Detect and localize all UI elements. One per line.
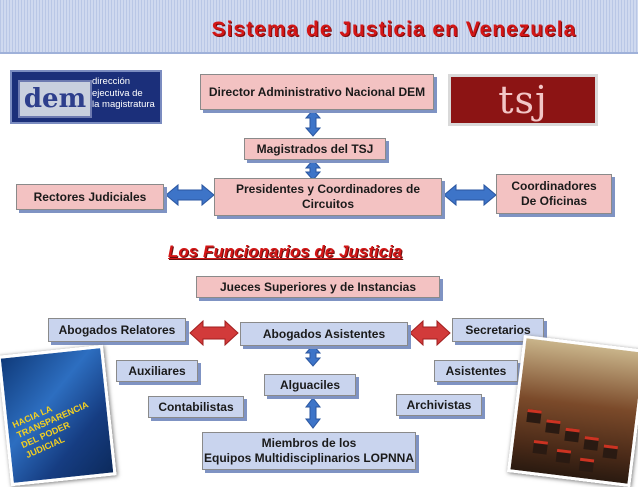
node-presidentes: Presidentes y Coordinadores de Circuitos [214, 178, 442, 216]
node-miembros-line2: Equipos Multidisciplinarios LOPNNA [203, 451, 414, 465]
transparency-publication-image: HACIA LA TRANSPARENCIA DEL PODER JUDICIA… [0, 344, 117, 487]
node-rectores: Rectores Judiciales [16, 184, 164, 210]
node-miembros-lopnna: Miembros de los Equipos Multidisciplinar… [202, 432, 416, 470]
node-contabilistas: Contabilistas [148, 396, 244, 418]
arrow-presidentes-coordinadores [443, 183, 497, 207]
dem-logo-badge: dem [18, 80, 92, 118]
page-title: Sistema de Justicia en Venezuela [211, 18, 577, 41]
node-abogados-asistentes: Abogados Asistentes [240, 322, 408, 346]
arrow-asistentes-secretarios [409, 319, 451, 347]
dem-logo: dem dirección ejecutiva de la magistratu… [10, 70, 162, 124]
node-auxiliares: Auxiliares [116, 360, 198, 382]
arrow-funcionarios-alguaciles [304, 344, 322, 367]
courtroom-photo [507, 334, 638, 487]
node-archivistas: Archivistas [396, 394, 482, 416]
dem-logo-line: la magistratura [92, 99, 155, 110]
node-alguaciles: Alguaciles [264, 374, 356, 396]
node-asistentes: Asistentes [434, 360, 518, 382]
tsj-logo: tsj [448, 74, 598, 126]
node-miembros-line1: Miembros de los [261, 436, 357, 450]
arrow-alguaciles-miembros [304, 397, 322, 429]
arrow-relatores-asistentes [189, 319, 239, 347]
arrow-rectores-presidentes [165, 183, 215, 207]
node-abogados-relatores: Abogados Relatores [48, 318, 186, 342]
node-magistrados: Magistrados del TSJ [244, 138, 386, 160]
node-jueces: Jueces Superiores y de Instancias [196, 276, 440, 298]
dem-logo-line: dirección [92, 76, 131, 87]
dem-logo-line: ejecutiva de [92, 87, 143, 99]
section-subtitle: Los Funcionarios de Justicia [168, 242, 403, 261]
arrow-director-magistrados [304, 109, 322, 137]
publication-title-text: HACIA LA TRANSPARENCIA DEL PODER JUDICIA… [10, 399, 90, 461]
dem-logo-text: dirección ejecutiva de la magistratura [92, 76, 155, 111]
node-coordinadores: Coordinadores De Oficinas [496, 174, 612, 214]
header-band [0, 0, 638, 54]
node-director: Director Administrativo Nacional DEM [200, 74, 434, 110]
arrow-magistrados-presidentes [304, 159, 322, 181]
